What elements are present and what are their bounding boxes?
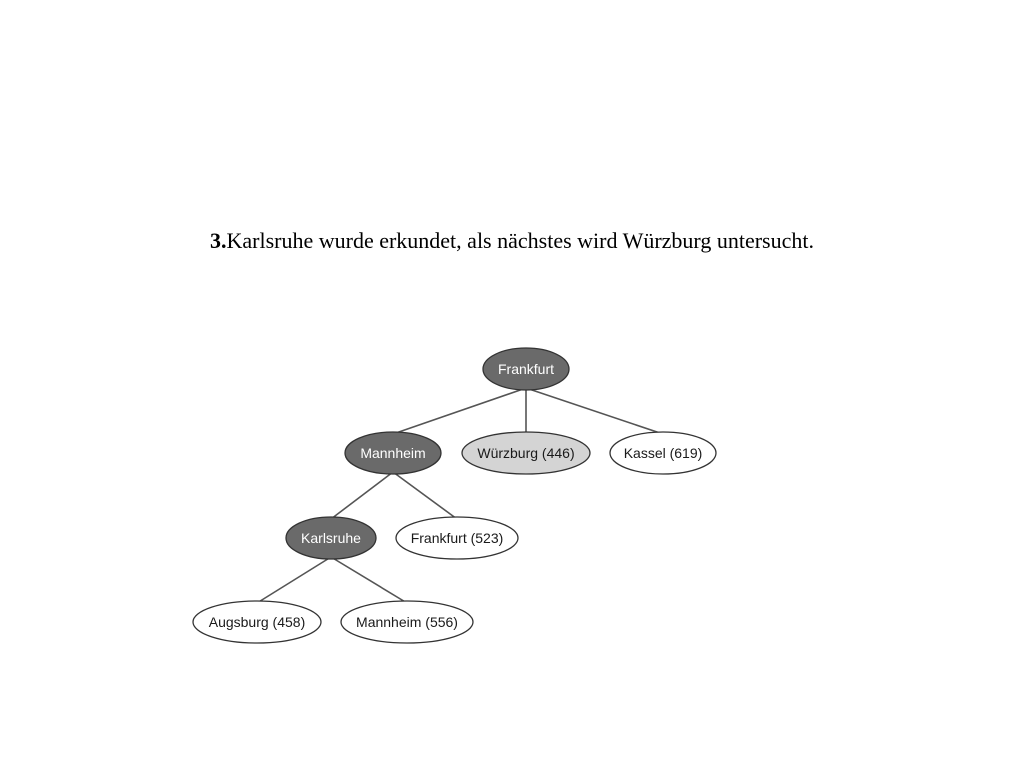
node-label-frankfurt_root: Frankfurt [498,361,554,377]
node-label-augsburg: Augsburg (458) [209,614,306,630]
slide-heading: 3.Karlsruhe wurde erkundet, als nächstes… [0,228,1024,254]
node-ellipse-mannheim_556 [340,600,474,644]
tree-node-mannheim_556: Mannheim (556) [340,600,474,644]
tree-edge-mannheim-karlsruhe [330,471,394,520]
node-ellipse-frankfurt_root [482,347,570,391]
heading-text: Karlsruhe wurde erkundet, als nächstes w… [226,228,814,253]
node-ellipse-augsburg [192,600,322,644]
node-label-kassel: Kassel (619) [624,445,703,461]
tree-node-mannheim: Mannheim [344,431,442,475]
tree-edge-mannheim-frankfurt_523 [392,471,458,520]
tree-node-kassel: Kassel (619) [609,431,717,475]
tree-node-augsburg: Augsburg (458) [192,600,322,644]
tree-node-frankfurt_523: Frankfurt (523) [395,516,519,560]
node-label-karlsruhe: Karlsruhe [301,530,361,546]
tree-node-karlsruhe: Karlsruhe [285,516,377,560]
tree-edge-karlsruhe-mannheim_556 [330,556,408,604]
tree-edge-karlsruhe-augsburg [256,556,332,604]
node-label-wuerzburg: Würzburg (446) [477,445,574,461]
tree-edge-frankfurt_root-mannheim [392,387,527,435]
node-ellipse-wuerzburg [461,431,591,475]
tree-edge-frankfurt_root-kassel [525,387,664,435]
tree-node-frankfurt_root: Frankfurt [482,347,570,391]
node-label-mannheim: Mannheim [360,445,425,461]
tree-edges [256,387,664,604]
node-ellipse-karlsruhe [285,516,377,560]
node-ellipse-mannheim [344,431,442,475]
node-label-frankfurt_523: Frankfurt (523) [411,530,504,546]
node-label-mannheim_556: Mannheim (556) [356,614,458,630]
step-number: 3. [209,228,227,253]
tree-node-wuerzburg: Würzburg (446) [461,431,591,475]
node-ellipse-frankfurt_523 [395,516,519,560]
node-ellipse-kassel [609,431,717,475]
